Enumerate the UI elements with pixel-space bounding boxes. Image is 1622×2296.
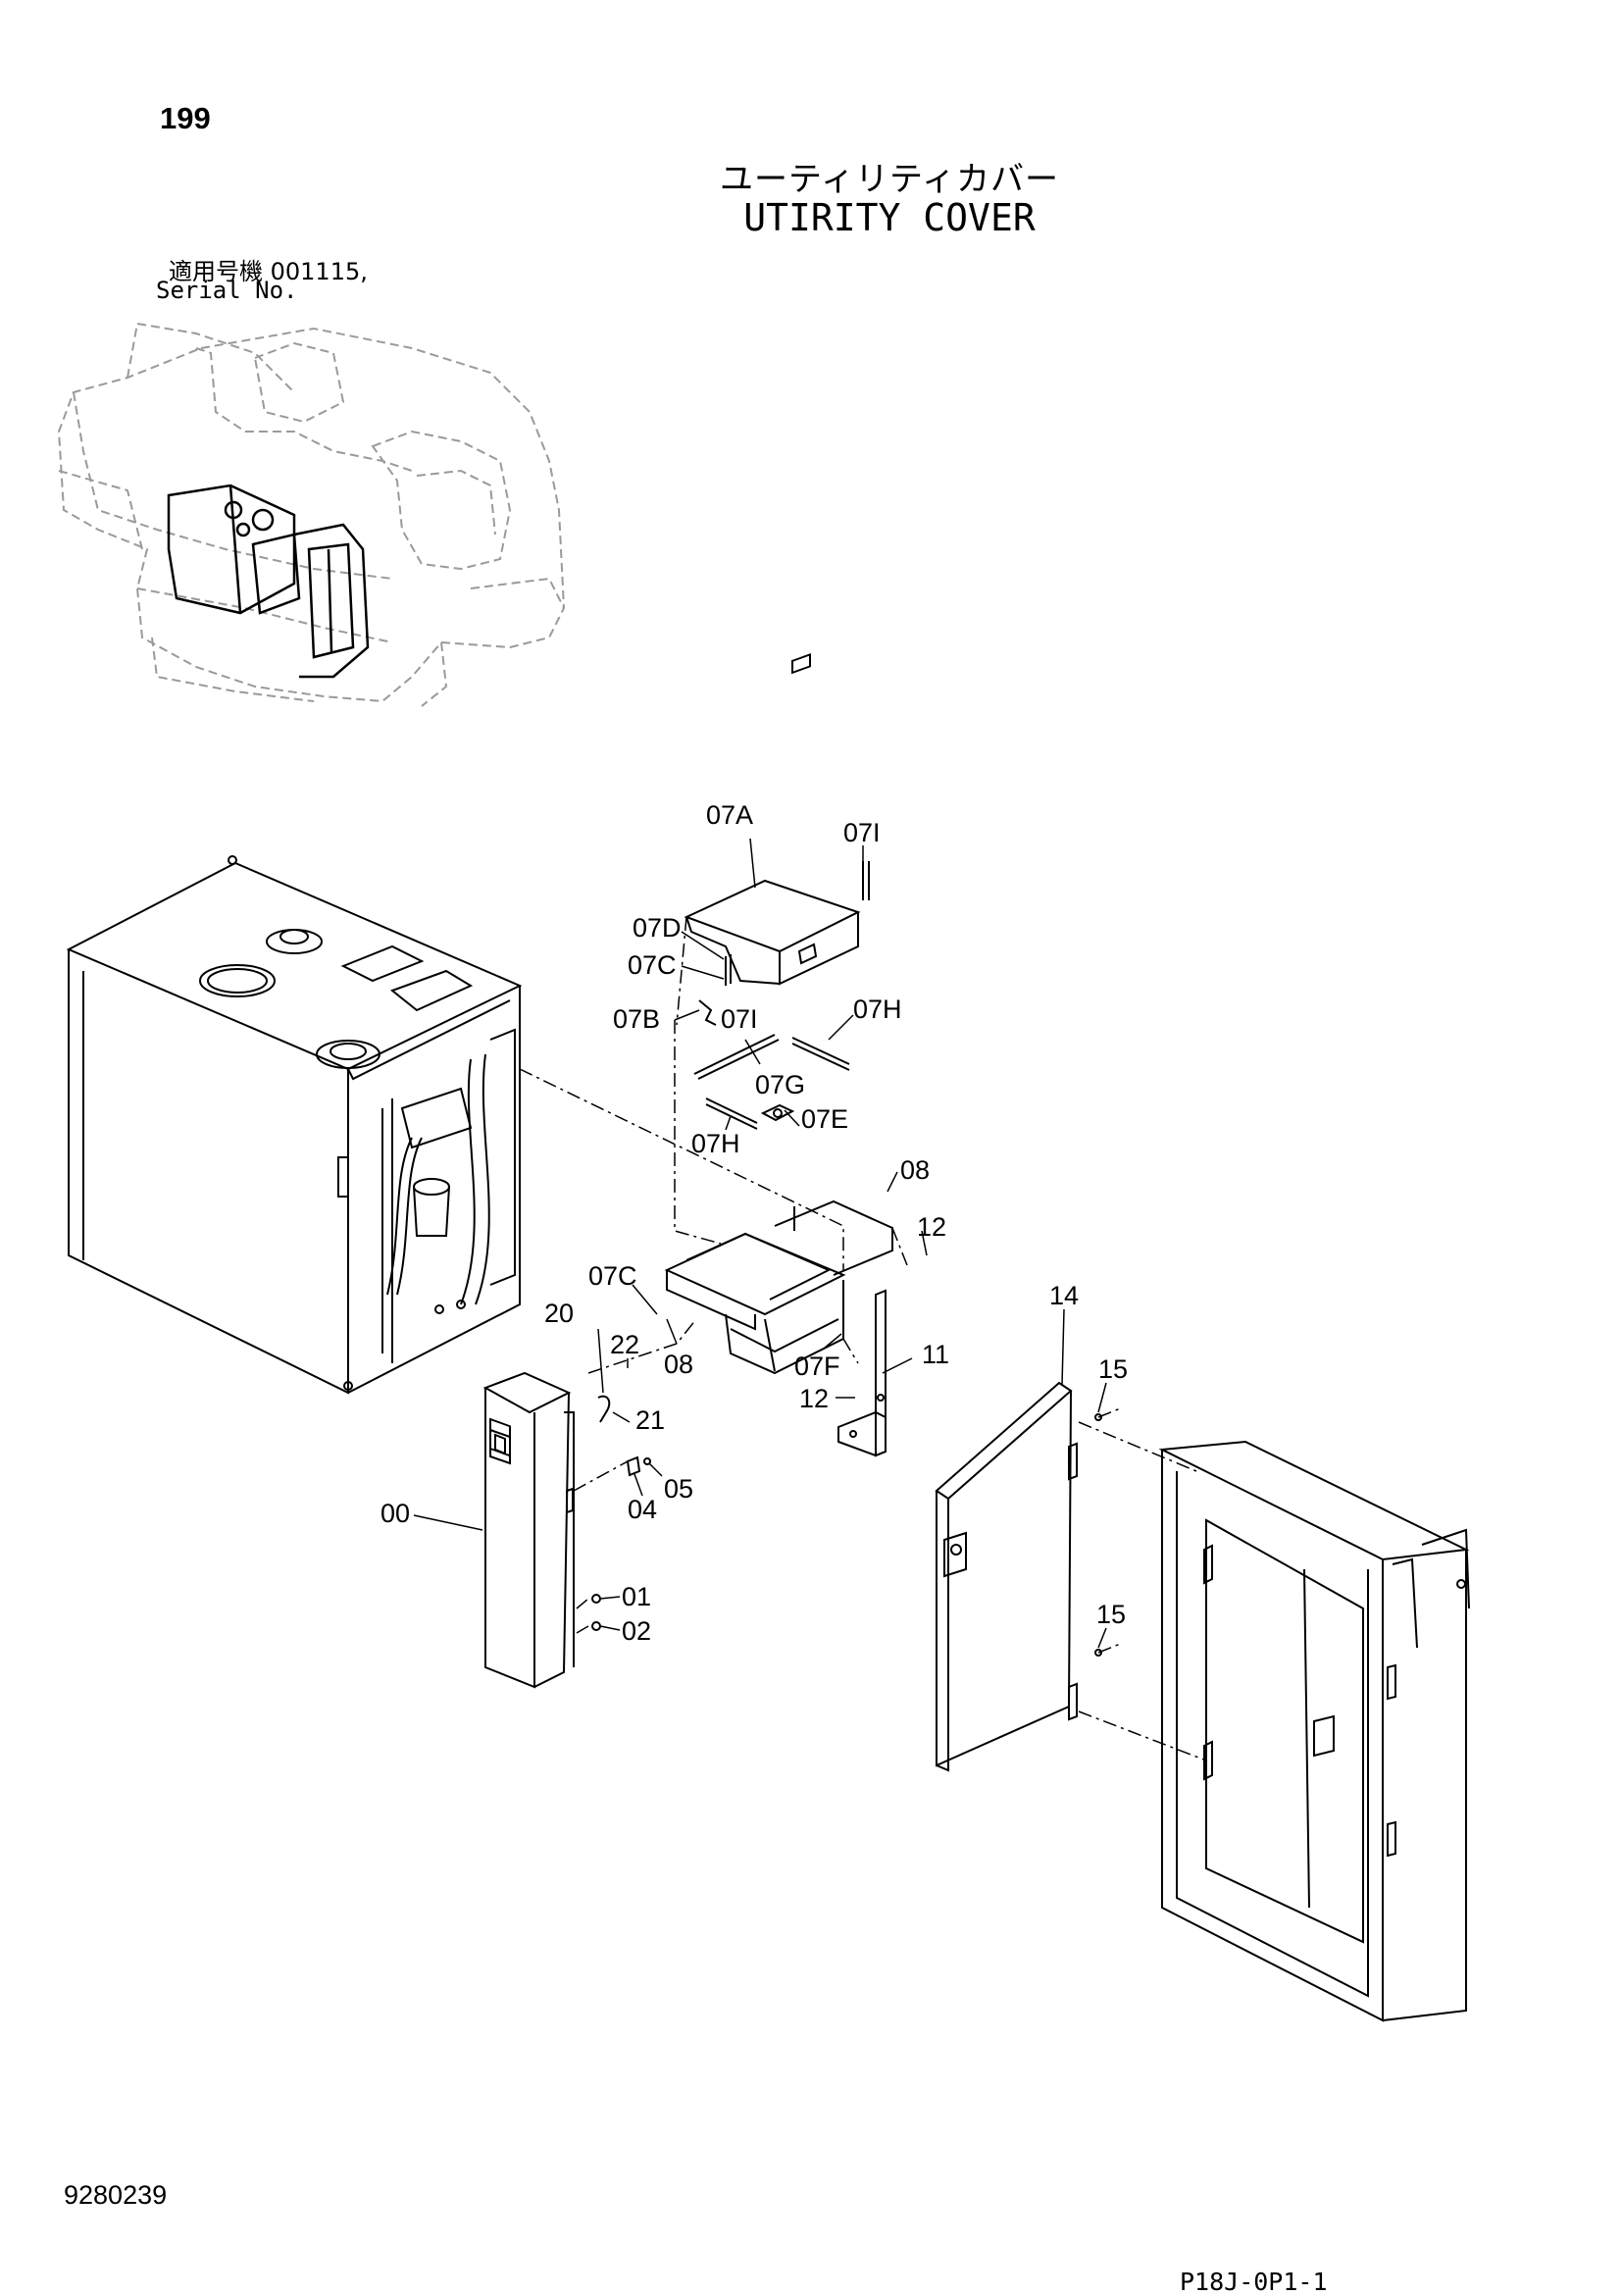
callout-15-bottom: 15: [1096, 1600, 1126, 1629]
callout-12-top: 12: [917, 1212, 946, 1242]
serial-label-english: Serial No.: [156, 277, 298, 304]
door-frame-drawing: [1158, 1440, 1470, 2022]
callout-12-bottom: 12: [799, 1384, 829, 1413]
callout-15-top: 15: [1098, 1354, 1128, 1384]
callout-07C-bottom: 07C: [588, 1261, 637, 1291]
callout-07I-mid: 07I: [721, 1004, 758, 1034]
callout-04: 04: [628, 1495, 657, 1524]
callout-labels: 07A 07I 07D 07C 07B 07I 07H 07G 07H 07E …: [380, 800, 1128, 1646]
callout-07H-top: 07H: [853, 995, 902, 1024]
callout-01: 01: [622, 1582, 651, 1611]
callout-07I-top: 07I: [843, 818, 881, 847]
callout-02: 02: [622, 1616, 651, 1646]
hydraulic-tank-drawing: [66, 855, 523, 1395]
callout-22: 22: [610, 1330, 639, 1359]
callout-07E: 07E: [801, 1104, 848, 1134]
callout-14: 14: [1049, 1281, 1079, 1310]
callout-07A: 07A: [706, 800, 753, 830]
callout-07B: 07B: [613, 1004, 660, 1034]
callout-07H-bottom: 07H: [691, 1129, 740, 1158]
utility-cover-highlight: [167, 484, 370, 679]
box-drawing: [664, 1199, 893, 1375]
callout-07G: 07G: [755, 1070, 805, 1099]
lid-07A-drawing: [684, 652, 870, 1130]
sheet-code: P18J-0P1-1: [1180, 2268, 1328, 2296]
page-number: 199: [160, 101, 211, 135]
leader-lines: [413, 838, 1107, 1649]
callout-08-bottom: 08: [664, 1350, 693, 1379]
callout-07D: 07D: [633, 913, 682, 943]
callout-07F: 07F: [794, 1352, 840, 1381]
document-number: 9280239: [64, 2180, 168, 2210]
machine-overview-drawing: [57, 322, 566, 707]
callout-08-top: 08: [900, 1155, 930, 1185]
door-14-drawing: [935, 1381, 1102, 1772]
title-japanese: ユーティリティカバー: [720, 160, 1059, 199]
callout-20: 20: [544, 1299, 574, 1328]
callout-21: 21: [635, 1405, 665, 1435]
callout-05: 05: [664, 1474, 693, 1504]
serial-label-japanese: 適用号機 001115,: [169, 258, 368, 285]
bracket-11-drawing: [837, 1289, 887, 1457]
callout-00: 00: [380, 1499, 410, 1528]
callout-07C-top: 07C: [628, 950, 677, 980]
title-english: UTIRITY COVER: [743, 196, 1036, 239]
callout-11: 11: [922, 1340, 949, 1369]
